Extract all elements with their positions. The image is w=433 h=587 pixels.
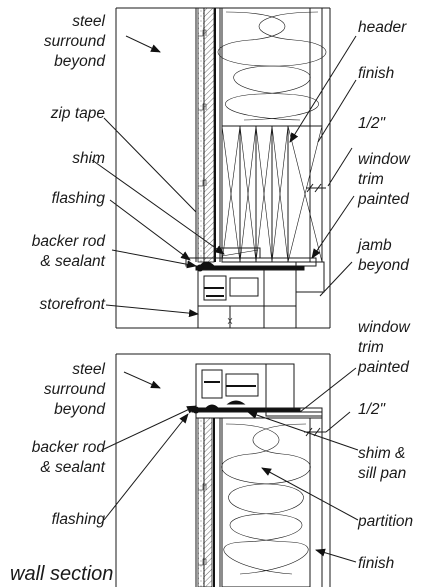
drawing-title: wall section [10, 563, 113, 585]
label-backer-rod-bottom-2: & sealant [40, 459, 105, 476]
labels-left-upper: steel surround beyond zip tape shim flas… [32, 13, 107, 313]
labels-right-lower: window trim painted 1/2" shim & sill pan… [357, 319, 413, 572]
label-steel-surround-bottom-3: beyond [54, 401, 106, 418]
label-shim-sill-pan-1: shim & [358, 445, 405, 462]
label-steel-surround-top-3: beyond [54, 53, 106, 70]
storefront-frame-top [197, 261, 297, 328]
storefront-frame-bottom [195, 363, 295, 409]
label-header: header [358, 19, 407, 36]
label-shim-top: shim [72, 150, 105, 167]
label-storefront: storefront [40, 296, 106, 313]
label-backer-rod-bottom-1: backer rod [32, 439, 107, 456]
label-finish-bottom: finish [358, 555, 394, 572]
label-window-trim-top-3: painted [357, 191, 410, 208]
label-half-inch-bottom: 1/2" [358, 401, 387, 418]
label-finish-top: finish [358, 65, 394, 82]
label-steel-surround-bottom-2: surround [44, 381, 107, 398]
steel-clip-icons [198, 29, 207, 187]
upper-detail [115, 7, 331, 329]
label-window-trim-top-2: trim [358, 171, 384, 188]
label-flashing-bottom: flashing [52, 511, 106, 528]
label-backer-rod-top-1: backer rod [32, 233, 107, 250]
labels-right-upper: header finish 1/2" window trim painted j… [356, 19, 411, 274]
label-window-trim-top-1: window [358, 151, 411, 168]
label-flashing-top: flashing [52, 190, 106, 207]
label-steel-surround-top-1: steel [72, 13, 105, 30]
label-jamb-beyond-1: jamb [356, 237, 392, 254]
label-partition: partition [357, 513, 413, 530]
lower-detail [115, 353, 331, 587]
leader-lines [91, 35, 359, 563]
label-steel-surround-bottom-1: steel [72, 361, 105, 378]
label-jamb-beyond-2: beyond [358, 257, 410, 274]
steel-clip-icons-lower [198, 483, 207, 566]
label-window-trim-bottom-1: window [358, 319, 411, 336]
labels-left-lower: steel surround beyond backer rod & seala… [32, 361, 107, 528]
label-window-trim-bottom-3: painted [357, 359, 410, 376]
label-backer-rod-top-2: & sealant [40, 253, 105, 270]
label-zip-tape: zip tape [50, 105, 106, 122]
label-shim-sill-pan-2: sill pan [358, 465, 406, 482]
label-steel-surround-top-2: surround [44, 33, 107, 50]
label-half-inch-top: 1/2" [358, 115, 387, 132]
label-window-trim-bottom-2: trim [358, 339, 384, 356]
